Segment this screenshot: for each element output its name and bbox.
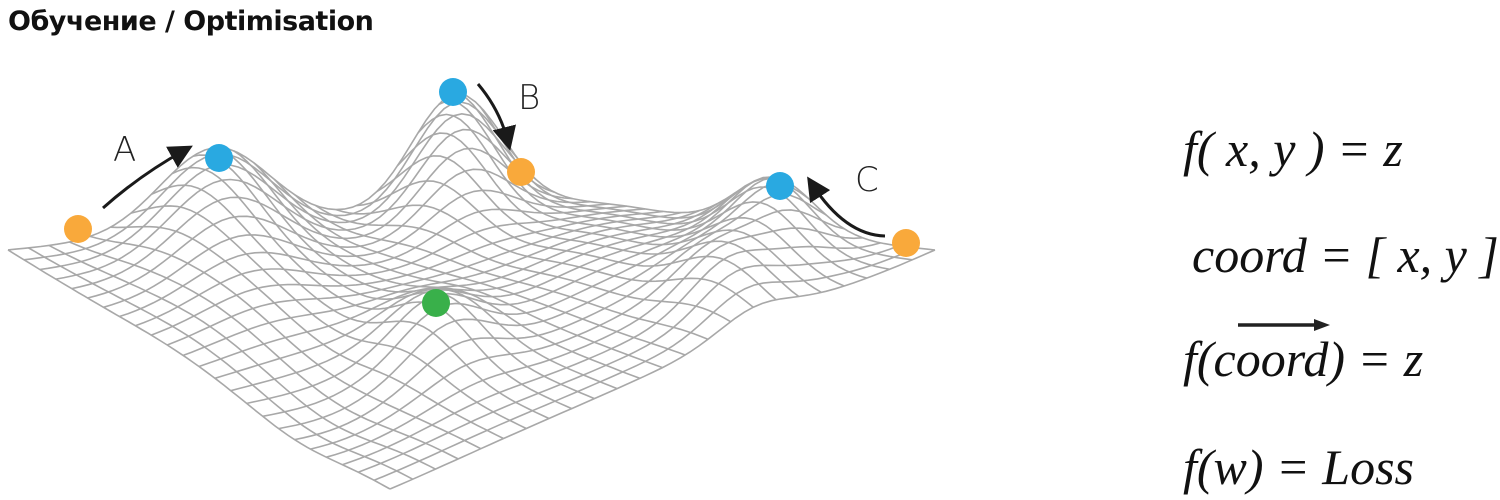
peak-point-a: [205, 144, 233, 172]
start-point-a: [64, 215, 92, 243]
mesh-line: [326, 227, 863, 458]
arrow-c: [807, 176, 886, 238]
mesh-line: [373, 247, 918, 482]
loss-surface-diagram: [7, 78, 936, 490]
page-title: Обучение / Optimisation: [8, 6, 374, 37]
minimum-point: [422, 289, 450, 317]
mesh-line: [499, 131, 936, 251]
equation-f-xy: f( x, y ) = z: [1183, 121, 1403, 177]
vector-arrow-icon: [1238, 319, 1330, 331]
equation-loss: f(w) = Loss: [1183, 439, 1415, 495]
start-point-c: [892, 229, 920, 257]
start-point-b: [507, 158, 535, 186]
equation-f-coord: f(coord) = z: [1183, 331, 1424, 387]
mesh-line: [342, 242, 881, 466]
mesh-line: [357, 245, 900, 473]
label-a: A: [113, 130, 137, 170]
mesh-line: [389, 249, 936, 490]
arrow-b: [476, 83, 516, 151]
arrow-a: [102, 145, 193, 210]
mesh-line: [478, 105, 913, 261]
peak-point-b: [439, 78, 467, 106]
label-c: C: [855, 160, 879, 200]
peak-point-c: [766, 172, 794, 200]
equation-coord: coord = [ x, y ]: [1192, 227, 1499, 283]
mesh-line: [458, 93, 890, 271]
label-b: B: [518, 78, 541, 118]
loss-surface-mesh: [7, 93, 936, 490]
